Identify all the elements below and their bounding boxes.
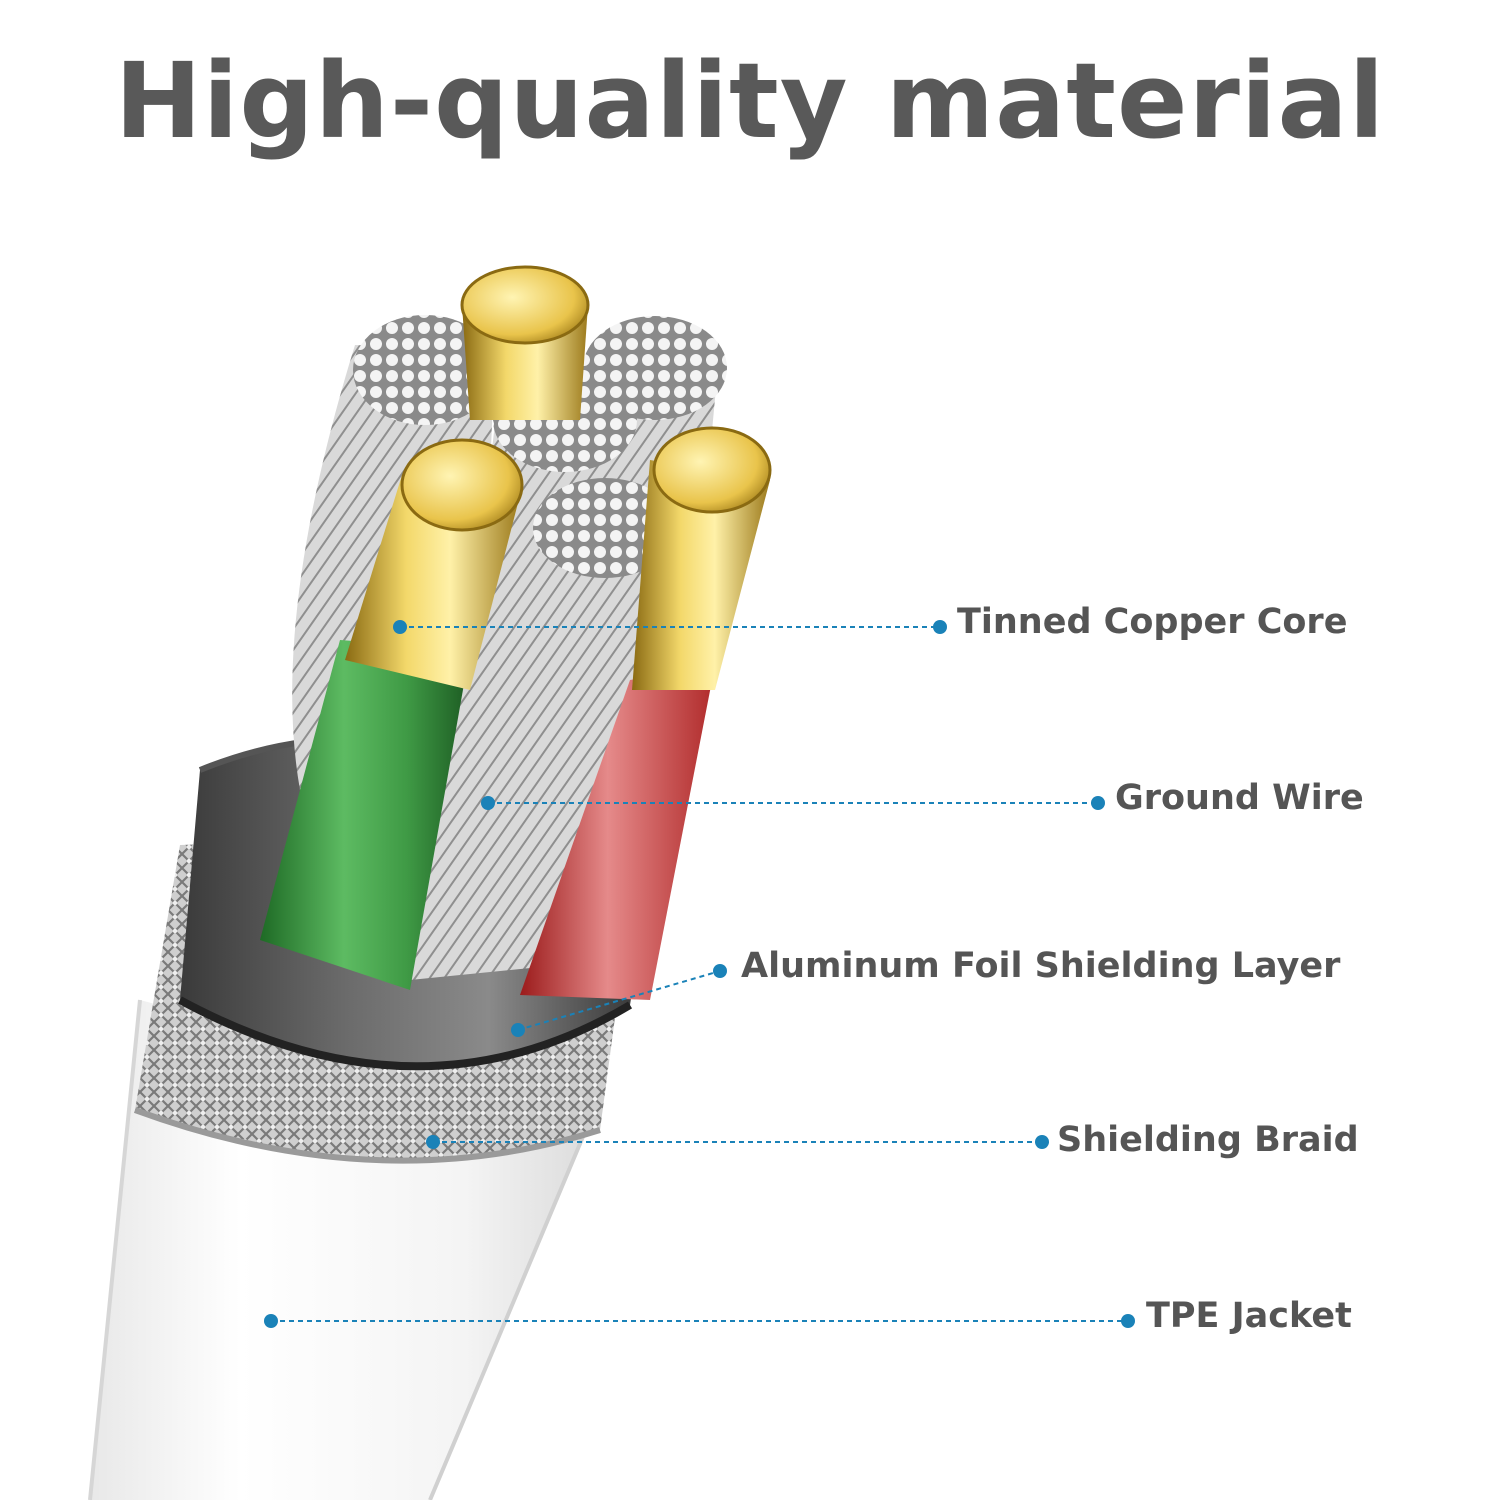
callout-leaders (264, 620, 1135, 1328)
callout-label-shielding-braid: Shielding Braid (1057, 1120, 1359, 1160)
callout-label-tpe-jacket: TPE Jacket (1146, 1296, 1352, 1336)
green-insulated-wire (260, 438, 524, 990)
callout-label-aluminum-foil-shielding-layer: Aluminum Foil Shielding Layer (741, 946, 1341, 986)
callout-label-ground-wire: Ground Wire (1115, 778, 1364, 818)
page-title: High-quality material (114, 40, 1386, 162)
callout-label-tinned-copper-core: Tinned Copper Core (957, 602, 1348, 642)
gold-conductor-top (460, 265, 590, 420)
red-insulated-wire (520, 426, 772, 1000)
